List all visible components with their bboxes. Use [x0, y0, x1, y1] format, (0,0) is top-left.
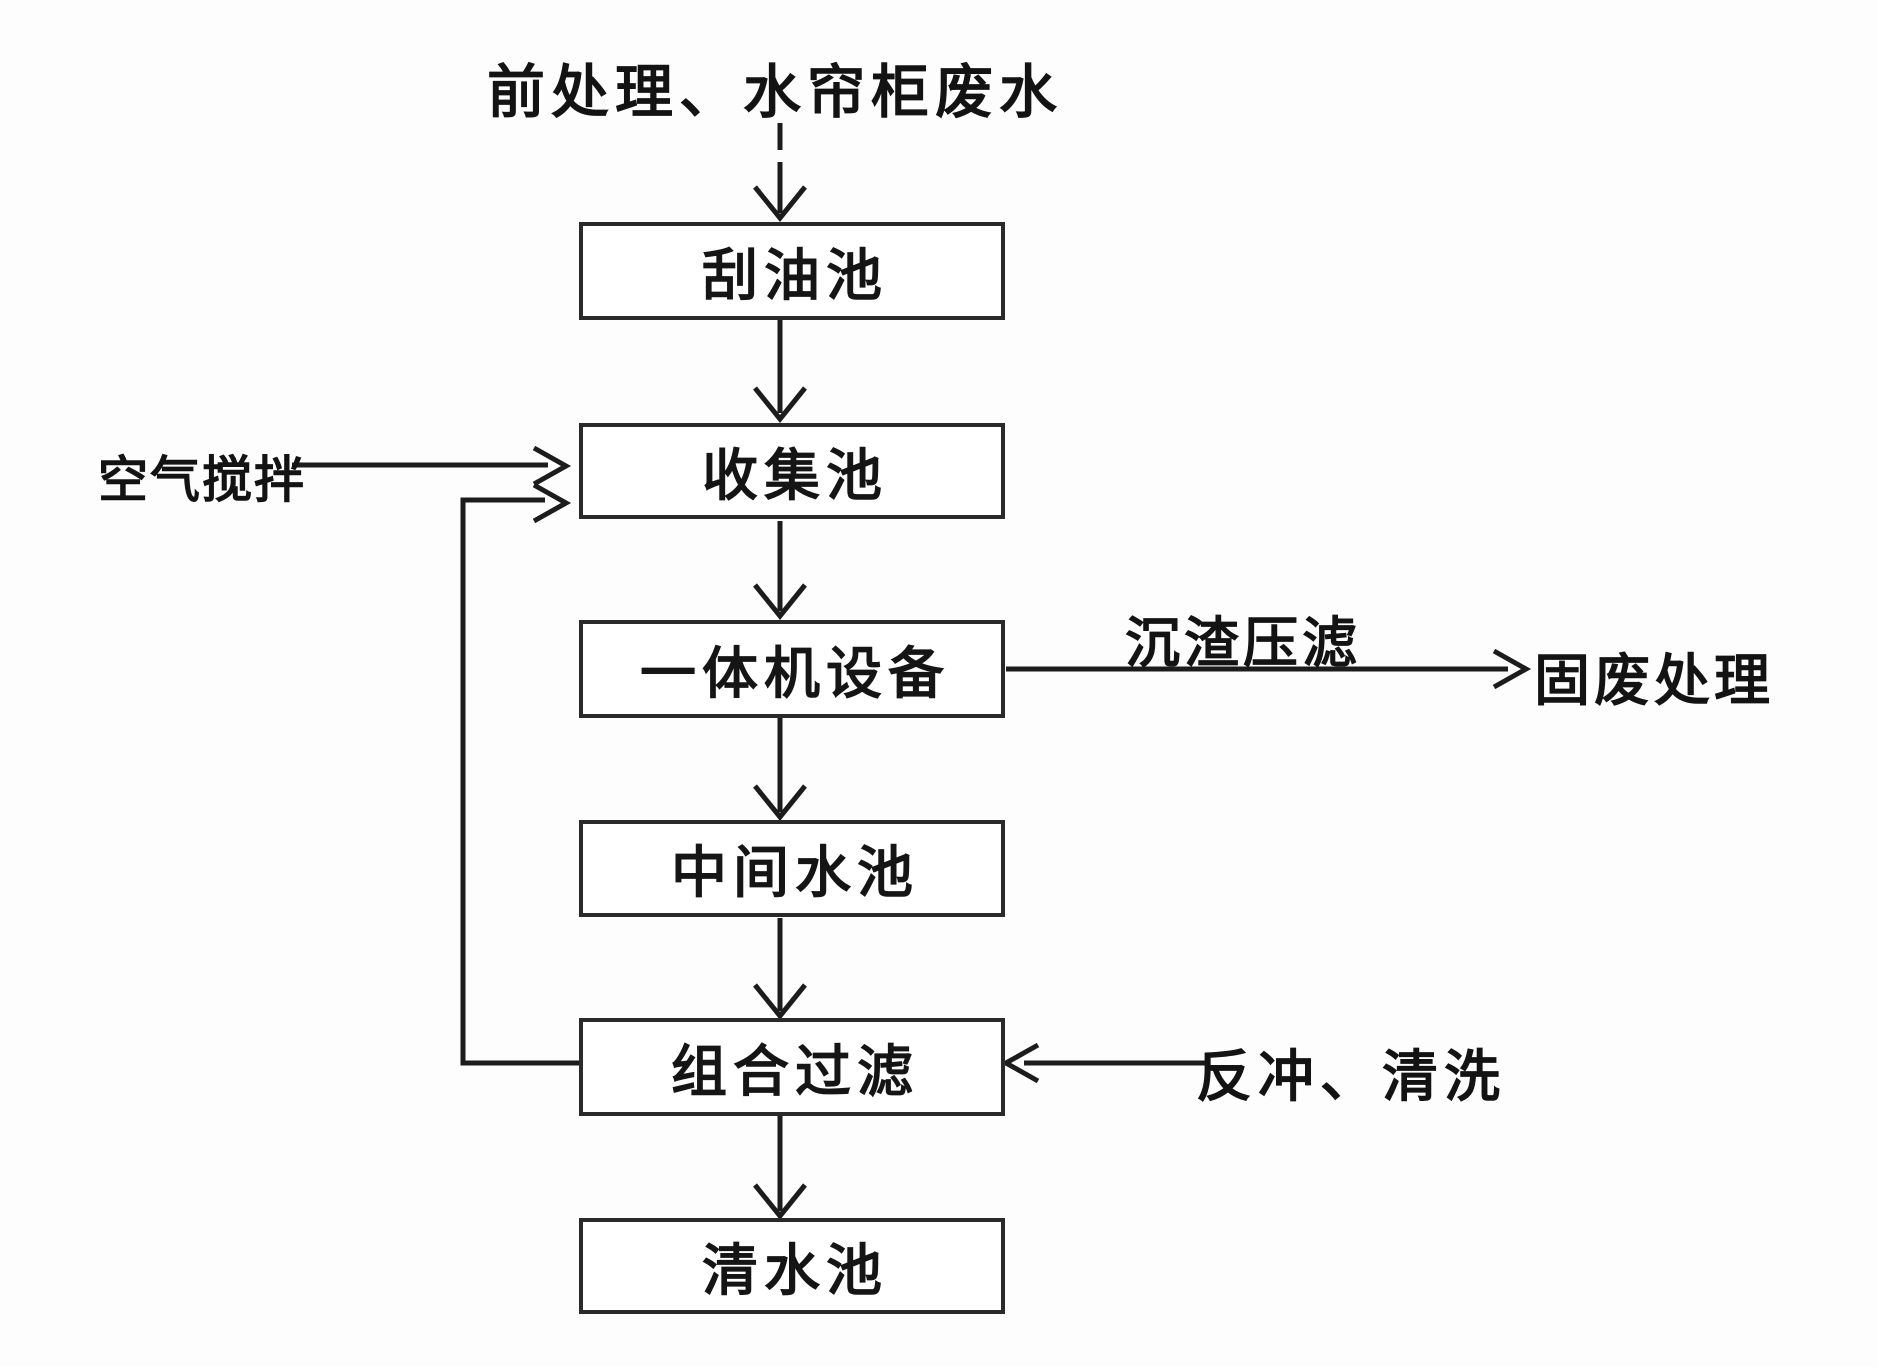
- label-backflush-cleaning: 反冲、清洗: [1196, 1045, 1506, 1108]
- label-sludge-press-filtration: 沉渣压滤: [1124, 612, 1361, 674]
- arrow-air-agitation: [292, 445, 572, 487]
- arrow-filter-to-cleanwater: [753, 1116, 807, 1220]
- label-solid-waste-treatment: 固废处理: [1534, 649, 1774, 712]
- node-intermediate-tank: 中间水池: [579, 820, 1005, 917]
- node-scraper-tank: 刮油池: [579, 222, 1005, 320]
- arrow-backflush-to-filter: [1000, 1042, 1208, 1084]
- node-clean-water-tank: 清水池: [579, 1218, 1005, 1314]
- arrow-influent-dashed: [753, 123, 807, 222]
- arrow-scraper-to-collection: [753, 320, 807, 423]
- arrow-sludge-press-to-solid-waste: [1006, 648, 1532, 690]
- node-integrated-unit: 一体机设备: [579, 620, 1005, 718]
- node-combined-filter: 组合过滤: [579, 1018, 1005, 1116]
- arrow-integrated-to-intermediate: [753, 718, 807, 821]
- node-collection-tank: 收集池: [579, 423, 1005, 519]
- line-recirculation-filter-to-collection: [460, 482, 579, 1066]
- label-air-agitation: 空气搅拌: [98, 452, 306, 508]
- arrow-collection-to-integrated: [753, 521, 807, 620]
- label-influent-source: 前处理、水帘柜废水: [486, 60, 1063, 125]
- arrow-intermediate-to-filter: [753, 918, 807, 1020]
